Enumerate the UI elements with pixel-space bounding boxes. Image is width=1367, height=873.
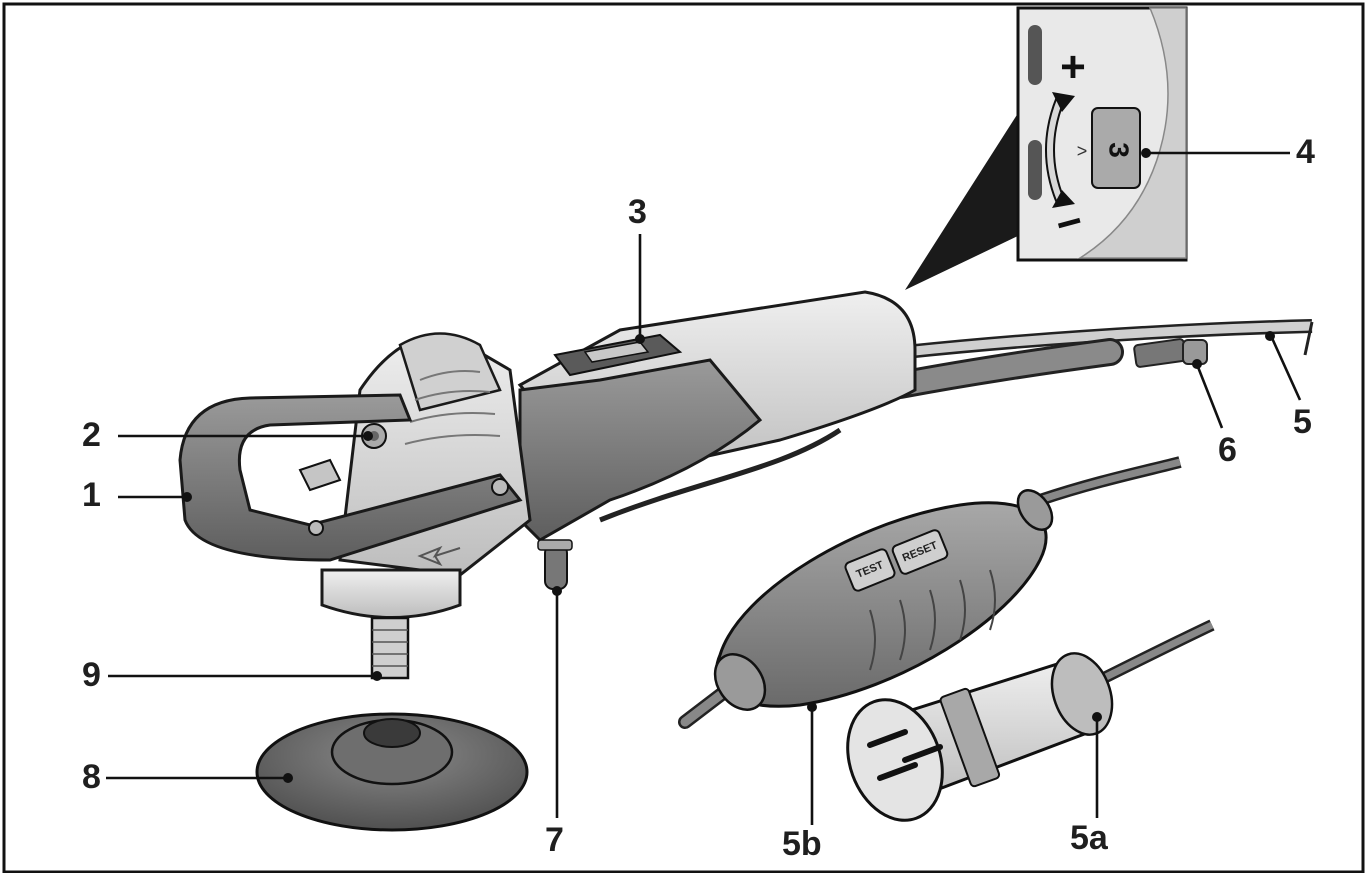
callout-6: 6	[1218, 431, 1237, 469]
callout-8: 8	[82, 758, 101, 796]
threaded-spindle	[370, 616, 410, 680]
on-off-switch	[553, 333, 683, 377]
water-connector	[1133, 338, 1208, 368]
rcd-reset-button: RESET	[891, 529, 949, 575]
callout-1: 1	[82, 476, 101, 514]
polisher	[178, 290, 1314, 680]
water-valve	[537, 539, 573, 590]
inset-pointer	[905, 110, 1020, 290]
callout-5b: 5b	[782, 825, 822, 863]
inset-plus: +	[1060, 43, 1086, 92]
callout-3: 3	[628, 193, 647, 231]
leader-lines	[106, 148, 1302, 825]
callout-5a: 5a	[1070, 819, 1109, 857]
callout-4: 4	[1296, 133, 1315, 171]
water-hose	[889, 341, 1121, 396]
grip-housing	[518, 358, 763, 542]
residual-current-device: TEST RESET	[678, 456, 1182, 729]
d-handle	[178, 393, 523, 562]
cable-end	[1303, 321, 1314, 356]
callout-labels: 1 2 3 4 5 5a 5b 6 7 8 9	[82, 133, 1315, 863]
dial-value: 3	[1104, 142, 1135, 158]
backing-pad	[255, 712, 529, 832]
callout-9: 9	[82, 656, 101, 694]
callout-5: 5	[1293, 403, 1312, 441]
dial-mark: >	[1077, 141, 1088, 161]
speed-dial-inset: + − 3 >	[905, 6, 1188, 290]
callout-2: 2	[82, 416, 101, 454]
callout-7: 7	[545, 821, 564, 859]
rcd-test-button: TEST	[844, 548, 896, 592]
